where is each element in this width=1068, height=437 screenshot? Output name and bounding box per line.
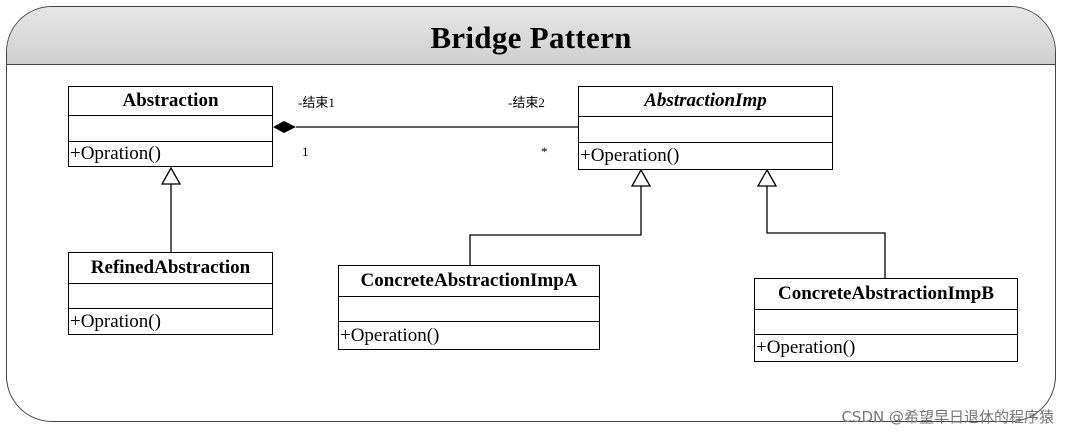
end1-role-label: -结束1 bbox=[298, 95, 335, 110]
end1-multiplicity-label: 1 bbox=[302, 144, 309, 159]
generalization-arrow-imp-a bbox=[630, 168, 652, 187]
generalization-arrow-imp-b bbox=[756, 168, 778, 187]
title-band: Bridge Pattern bbox=[7, 7, 1055, 65]
diagram-title: Bridge Pattern bbox=[430, 20, 632, 55]
class-name: ConcreteAbstractionImpB bbox=[755, 279, 1017, 310]
generalization-line-imp-b bbox=[766, 186, 886, 278]
class-name: RefinedAbstraction bbox=[69, 253, 272, 284]
class-operation: +Opration() bbox=[70, 143, 161, 164]
class-refined-abstraction[interactable]: RefinedAbstraction +Opration() bbox=[68, 252, 273, 335]
class-operation: +Opration() bbox=[70, 311, 161, 332]
class-operation: +Operation() bbox=[340, 325, 440, 346]
class-attributes bbox=[69, 284, 272, 309]
class-concrete-imp-b[interactable]: ConcreteAbstractionImpB +Operation() bbox=[754, 278, 1018, 362]
class-concrete-imp-a[interactable]: ConcreteAbstractionImpA +Operation() bbox=[338, 265, 600, 350]
diagram-frame: Bridge Pattern bbox=[6, 6, 1056, 422]
end2-role-label: -结束2 bbox=[508, 95, 545, 110]
class-attributes bbox=[755, 310, 1017, 335]
class-name: ConcreteAbstractionImpA bbox=[339, 266, 599, 297]
end2-multiplicity-label: * bbox=[541, 144, 548, 159]
class-attributes bbox=[339, 297, 599, 322]
class-name: Abstraction bbox=[69, 87, 272, 116]
generalization-line-imp-a bbox=[469, 186, 642, 265]
class-abstraction-imp[interactable]: AbstractionImp +Operation() bbox=[578, 86, 833, 170]
class-operation: +Operation() bbox=[580, 145, 680, 166]
composition-diamond bbox=[273, 121, 296, 133]
class-abstraction[interactable]: Abstraction +Opration() bbox=[68, 86, 273, 167]
class-attributes bbox=[579, 117, 832, 143]
class-name: AbstractionImp bbox=[579, 87, 832, 117]
generalization-arrow-abstraction bbox=[160, 166, 182, 185]
class-attributes bbox=[69, 116, 272, 142]
watermark: CSDN @希望早日退休的程序猿 bbox=[841, 408, 1054, 426]
class-operation: +Operation() bbox=[756, 337, 856, 358]
